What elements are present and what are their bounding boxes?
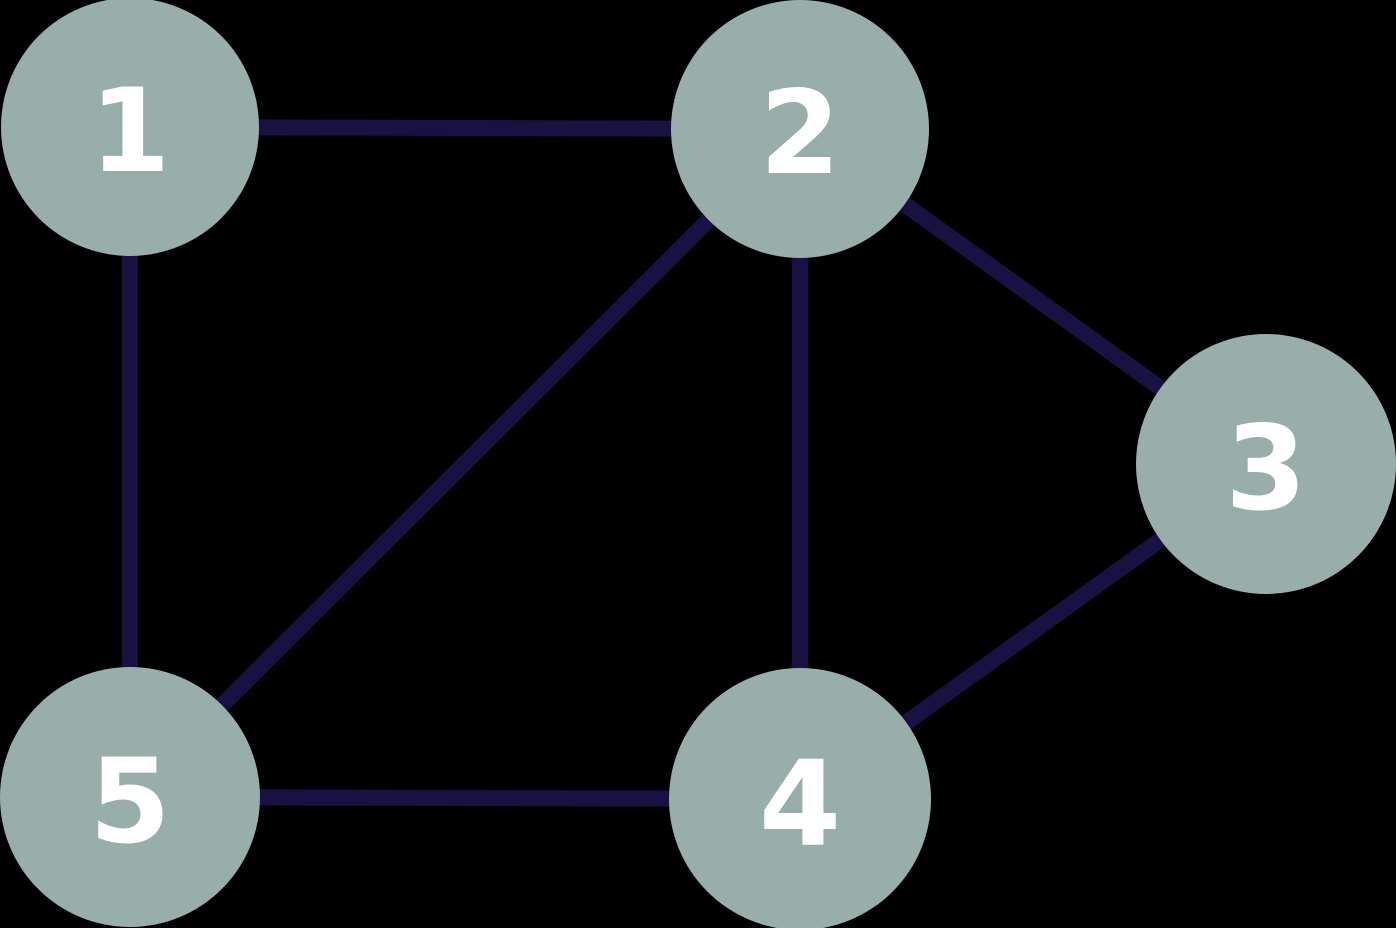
node-label-4: 4 <box>759 735 841 873</box>
node-label-2: 2 <box>760 66 841 201</box>
node-label-3: 3 <box>1225 400 1306 537</box>
node-circle-5 <box>0 667 260 927</box>
node-3: 3 <box>1136 334 1396 594</box>
node-circle-2 <box>671 0 929 258</box>
node-label-1: 1 <box>90 64 171 199</box>
node-circle-4 <box>669 668 931 928</box>
node-1: 1 <box>1 0 259 256</box>
node-4: 4 <box>669 668 931 928</box>
edge-2-5 <box>124 123 806 803</box>
node-5: 5 <box>0 667 260 927</box>
node-2: 2 <box>671 0 929 258</box>
node-label-5: 5 <box>89 733 170 870</box>
node-circle-1 <box>1 0 259 256</box>
node-circle-3 <box>1136 334 1396 594</box>
